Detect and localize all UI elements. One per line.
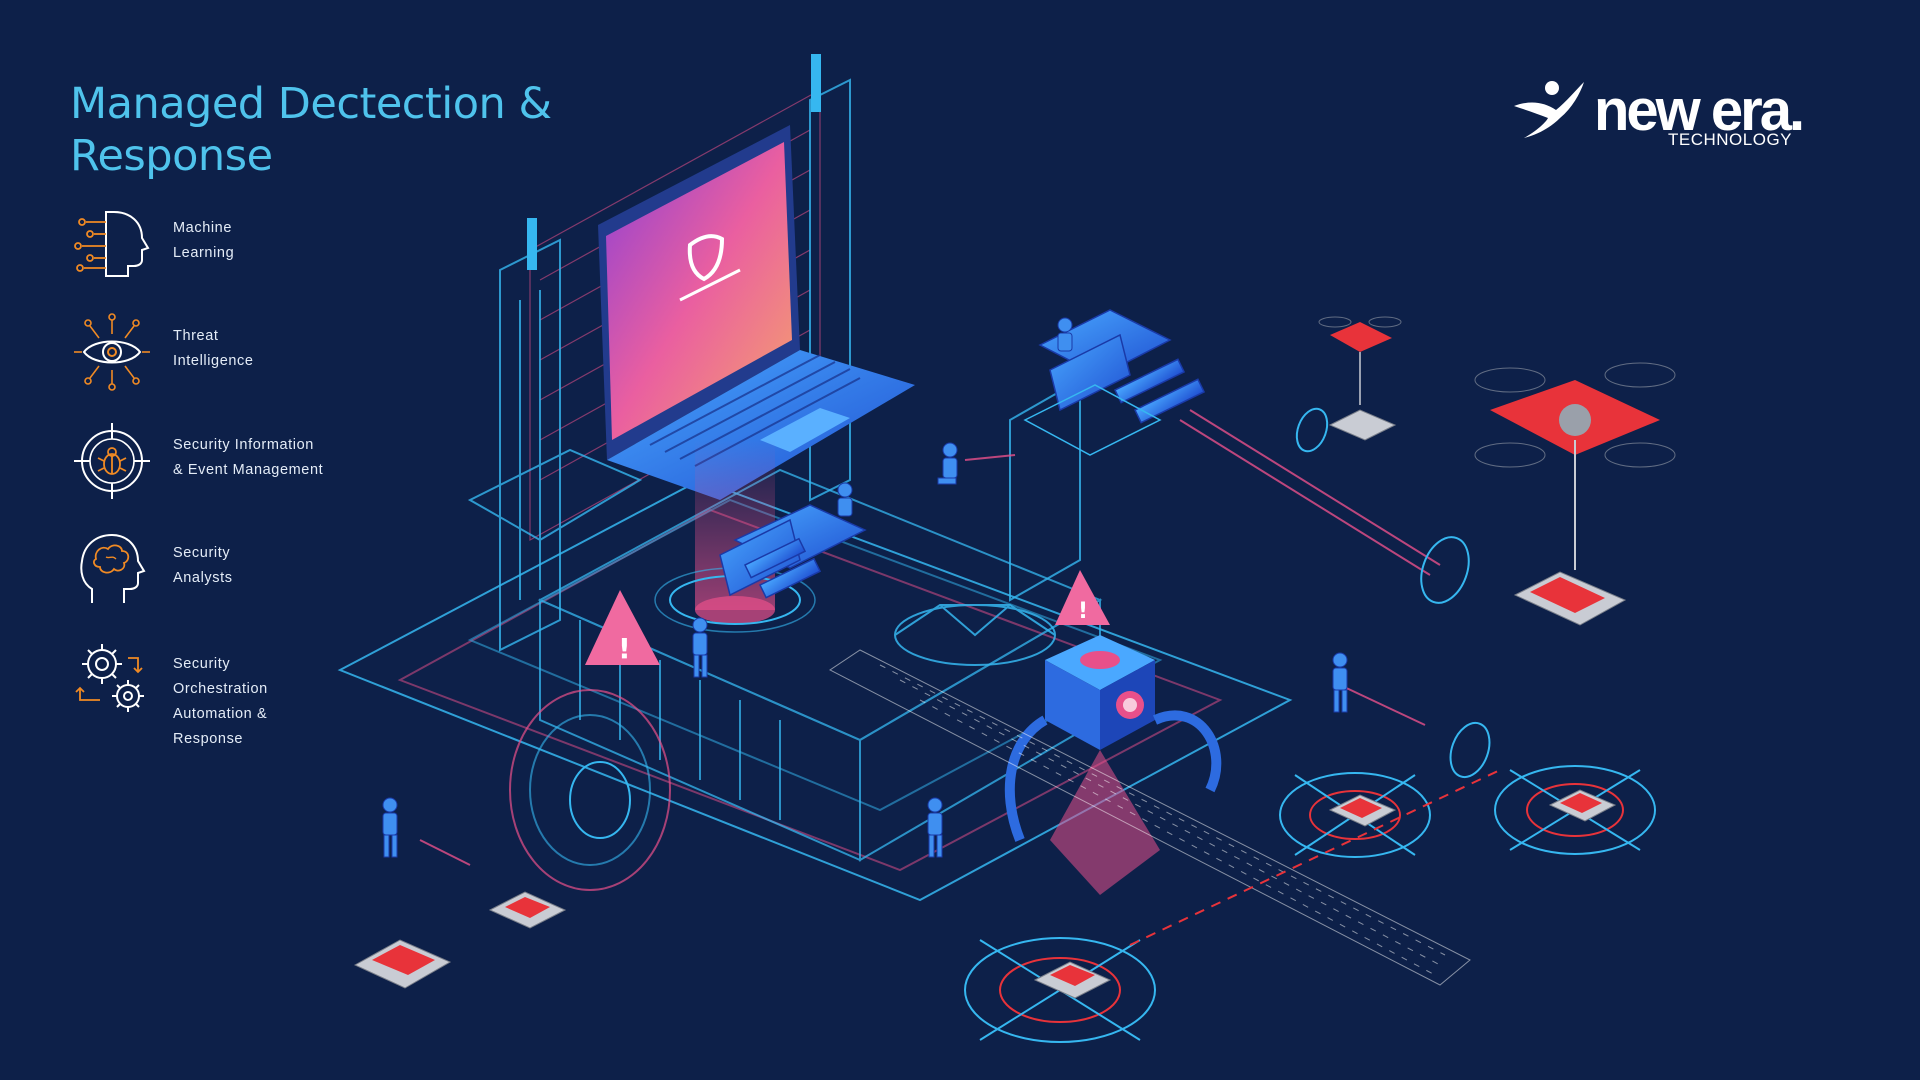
siem-target-bug-icon	[74, 423, 150, 499]
feature-siem: Security Information & Event Management	[72, 421, 372, 511]
drone-small	[1318, 316, 1402, 405]
feature-label: Threat Intelligence	[173, 328, 254, 369]
warning-triangle-right: !	[1055, 570, 1110, 625]
dome	[894, 604, 1056, 666]
svg-text:!: !	[618, 632, 631, 665]
feature-label: Machine Learning	[173, 220, 235, 261]
new-era-logo: new era. TECHNOLOGY	[1510, 78, 1840, 158]
feature-label: Security Information & Event Management	[173, 437, 324, 478]
turret-center	[719, 504, 867, 599]
radar-left	[509, 689, 671, 891]
target-reticles	[1295, 407, 1491, 779]
turret-right	[1023, 309, 1206, 456]
chip-link-dashed	[1129, 769, 1501, 946]
feature-security-analysts: Security Analysts	[72, 529, 372, 619]
robot-cube	[1004, 635, 1222, 895]
logo-wordmark: new era.	[1594, 78, 1805, 143]
laptop	[598, 125, 915, 500]
feature-machine-learning: Machine Learning	[72, 204, 372, 294]
right-tower-beacon	[811, 54, 821, 112]
feature-threat-intelligence: Threat Intelligence	[72, 312, 372, 402]
machine-learning-head-icon	[74, 211, 150, 277]
feature-label: Security Analysts	[173, 545, 233, 586]
analyst-head-brain-icon	[80, 533, 146, 603]
left-tower-beacon	[527, 218, 537, 270]
left-tower	[467, 238, 643, 652]
logo-figure-icon	[1514, 81, 1584, 138]
logo-subtitle: TECHNOLOGY	[1668, 130, 1793, 149]
right-tower	[809, 78, 1081, 602]
threat-intelligence-eye-icon	[74, 313, 150, 391]
feature-label: Security Orchestration Automation & Resp…	[173, 656, 268, 747]
soar-gears-icon	[75, 644, 144, 712]
binary-stream	[829, 649, 1471, 986]
feature-soar: Security Orchestration Automation & Resp…	[72, 638, 372, 758]
soldiers	[382, 317, 1348, 858]
base-platform	[337, 478, 1293, 902]
chip-red-caps	[372, 577, 1605, 986]
page-title: Managed Dectection & Response	[70, 79, 552, 181]
warning-triangle-left: !	[585, 590, 660, 665]
drone-large	[1474, 362, 1676, 570]
laser-beams	[419, 409, 1441, 866]
microchips	[353, 409, 1627, 999]
svg-text:!: !	[1078, 599, 1088, 624]
